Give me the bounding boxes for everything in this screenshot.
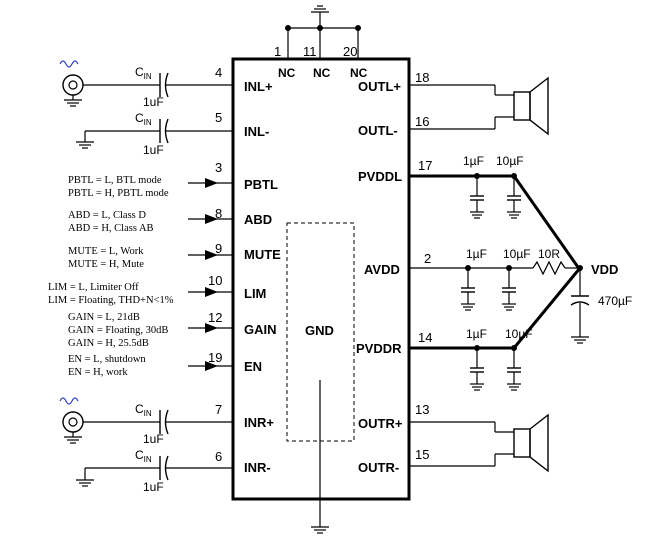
pin-number-5: 5 [215, 110, 222, 125]
pin-number-18: 18 [415, 70, 429, 85]
note-lim-l: LIM = L, Limiter Off [48, 282, 139, 293]
capacitor-icon [506, 347, 522, 391]
cap-10uf-label: 10µF [505, 327, 533, 341]
vdd-label: VDD [591, 262, 618, 277]
ground-icon [75, 479, 95, 487]
ground-icon [63, 99, 83, 107]
pin-label-outl-minus: OUTL- [358, 123, 398, 138]
ground-icon [570, 336, 590, 344]
note-mute-l: MUTE = L, Work [68, 246, 144, 257]
pin-number-7: 7 [215, 402, 222, 417]
note-en-h: EN = H, work [68, 367, 128, 378]
capacitor-icon [469, 175, 485, 219]
pin-label-gain: GAIN [244, 322, 277, 337]
pin-label-avdd: AVDD [364, 262, 400, 277]
note-lim-floating: LIM = Floating, THD+N<1% [48, 295, 174, 306]
pin-label-abd: ABD [244, 212, 272, 227]
capacitor-icon [469, 347, 485, 391]
control-arrows [188, 178, 233, 371]
cap-value-label: 1uF [143, 95, 164, 109]
note-abd-l: ABD = L, Class D [68, 210, 146, 221]
pin-label-inr-plus: INR+ [244, 415, 274, 430]
gnd-label: GND [305, 323, 334, 338]
pin-label-outr-minus: OUTR- [358, 460, 399, 475]
pin-number-9: 9 [215, 241, 222, 256]
cap-1uf-label: 1µF [466, 327, 487, 341]
cap-1uf-label: 1µF [466, 247, 487, 261]
cap-cin-label: CIN [135, 111, 152, 127]
resistor-label: 10R [538, 247, 560, 261]
speaker-icon [513, 76, 549, 136]
pin-number-19: 19 [208, 350, 222, 365]
capacitor-icon [460, 267, 476, 311]
cap-1uf-label: 1µF [463, 154, 484, 168]
cap-cin-label: CIN [135, 402, 152, 418]
pin-label-pbtl: PBTL [244, 177, 278, 192]
note-abd-h: ABD = H, Class AB [68, 223, 154, 234]
note-gain-h: GAIN = H, 25.5dB [68, 338, 149, 349]
cap-10uf-label: 10µF [503, 247, 531, 261]
pin-label-outl-plus: OUTL+ [358, 79, 401, 94]
pin-label-outr-plus: OUTR+ [358, 416, 403, 431]
ic-body [231, 57, 411, 501]
nc-label-1: NC [278, 66, 296, 80]
ground-icon [75, 141, 95, 149]
pin-label-en: EN [244, 359, 262, 374]
cap-cin-label: CIN [135, 65, 152, 81]
pin-label-pvddl: PVDDL [358, 169, 402, 184]
pin-number-16: 16 [415, 114, 429, 129]
pin-number-15: 15 [415, 447, 429, 462]
bulk-cap-label: 470µF [598, 294, 632, 308]
pin-number-14: 14 [418, 330, 432, 345]
capacitor-icon [570, 301, 590, 306]
pin-number-10: 10 [208, 273, 222, 288]
ground-icon [310, 5, 330, 13]
pin-label-inl-plus: INL+ [244, 79, 273, 94]
note-pbtl-h: PBTL = H, PBTL mode [68, 188, 169, 199]
resistor-icon [532, 260, 566, 276]
note-pbtl-l: PBTL = L, BTL mode [68, 175, 162, 186]
pin-label-mute: MUTE [244, 247, 281, 262]
pin-label-lim: LIM [244, 286, 266, 301]
pin-number-2: 2 [424, 251, 431, 266]
nc-label-11: NC [313, 66, 331, 80]
note-gain-floating: GAIN = Floating, 30dB [68, 325, 168, 336]
note-gain-l: GAIN = L, 21dB [68, 312, 140, 323]
signal-wave-icon [59, 60, 79, 68]
pin-number-6: 6 [215, 449, 222, 464]
note-en-l: EN = L, shutdown [68, 354, 146, 365]
pin-number-12: 12 [208, 310, 222, 325]
audio-jack-icon [62, 74, 84, 96]
pin-number-3: 3 [215, 160, 222, 175]
ground-icon [63, 436, 83, 444]
speaker-icon [513, 413, 549, 473]
note-mute-h: MUTE = H, Mute [68, 259, 144, 270]
pin-number-1: 1 [274, 44, 281, 59]
pin-number-11: 11 [303, 44, 317, 59]
pin-label-pvddr: PVDDR [356, 341, 402, 356]
pin-number-4: 4 [215, 65, 222, 80]
pin-number-20: 20 [343, 44, 357, 59]
nc-label-20: NC [350, 66, 368, 80]
cap-value-label: 1uF [143, 432, 164, 446]
cap-value-label: 1uF [143, 143, 164, 157]
cap-cin-label: CIN [135, 448, 152, 464]
pin-label-inr-minus: INR- [244, 460, 271, 475]
pin-number-8: 8 [215, 206, 222, 221]
pin-number-17: 17 [418, 158, 432, 173]
capacitor-icon [501, 267, 517, 311]
cap-value-label: 1uF [143, 480, 164, 494]
ground-icon [310, 526, 330, 534]
cap-10uf-label: 10µF [496, 154, 524, 168]
pin-label-inl-minus: INL- [244, 124, 269, 139]
pin-number-13: 13 [415, 402, 429, 417]
signal-wave-icon [59, 397, 79, 405]
audio-jack-icon [62, 411, 84, 433]
